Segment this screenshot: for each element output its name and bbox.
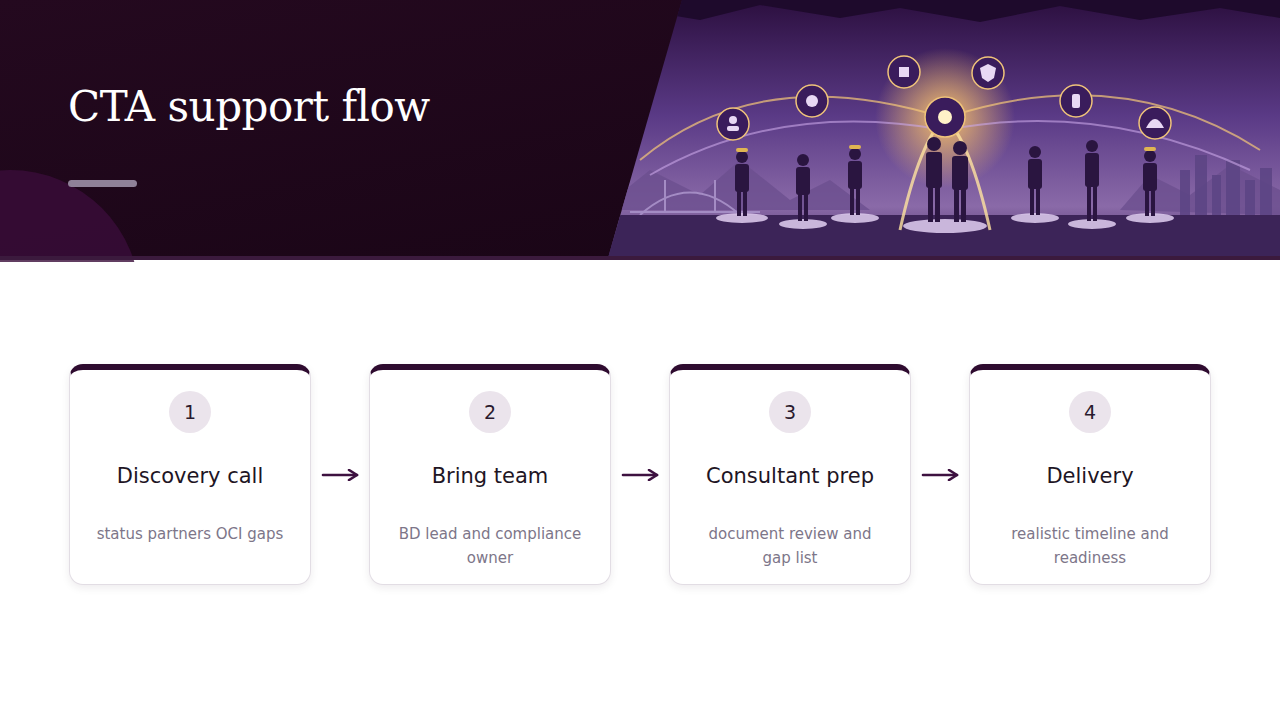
process-card: Discovery call status partners OCI gaps 1 — [69, 364, 311, 585]
card-heading: Delivery — [978, 464, 1202, 488]
step-number: 4 — [1084, 401, 1096, 423]
process-card: Delivery realistic timeline and readiness… — [969, 364, 1211, 585]
card-heading: Consultant prep — [678, 464, 902, 488]
flow-arrow — [323, 474, 357, 477]
header-decor — [0, 170, 140, 262]
illustration — [600, 0, 1280, 260]
card-heading: Discovery call — [78, 464, 302, 488]
title-underline — [68, 180, 137, 187]
process-card: Bring team BD lead and compliance owner 2 — [369, 364, 611, 585]
step-number-circle: 1 — [169, 391, 211, 433]
card-description: status partners OCI gaps — [92, 522, 288, 546]
flow-arrow — [923, 474, 957, 477]
process-card: Consultant prep document review and gap l… — [669, 364, 911, 585]
header-banner — [0, 0, 1280, 262]
header-bottom-rule — [0, 256, 1280, 260]
flow-arrow — [623, 474, 657, 477]
card-heading: Bring team — [378, 464, 602, 488]
step-number: 1 — [184, 401, 196, 423]
step-number-circle: 4 — [1069, 391, 1111, 433]
card-description: realistic timeline and readiness — [992, 522, 1188, 570]
card-description: BD lead and compliance owner — [392, 522, 588, 570]
step-number-circle: 2 — [469, 391, 511, 433]
card-description: document review and gap list — [692, 522, 888, 570]
step-number-circle: 3 — [769, 391, 811, 433]
step-number: 2 — [484, 401, 496, 423]
step-number: 3 — [784, 401, 796, 423]
page-title: CTA support flow — [68, 82, 430, 131]
